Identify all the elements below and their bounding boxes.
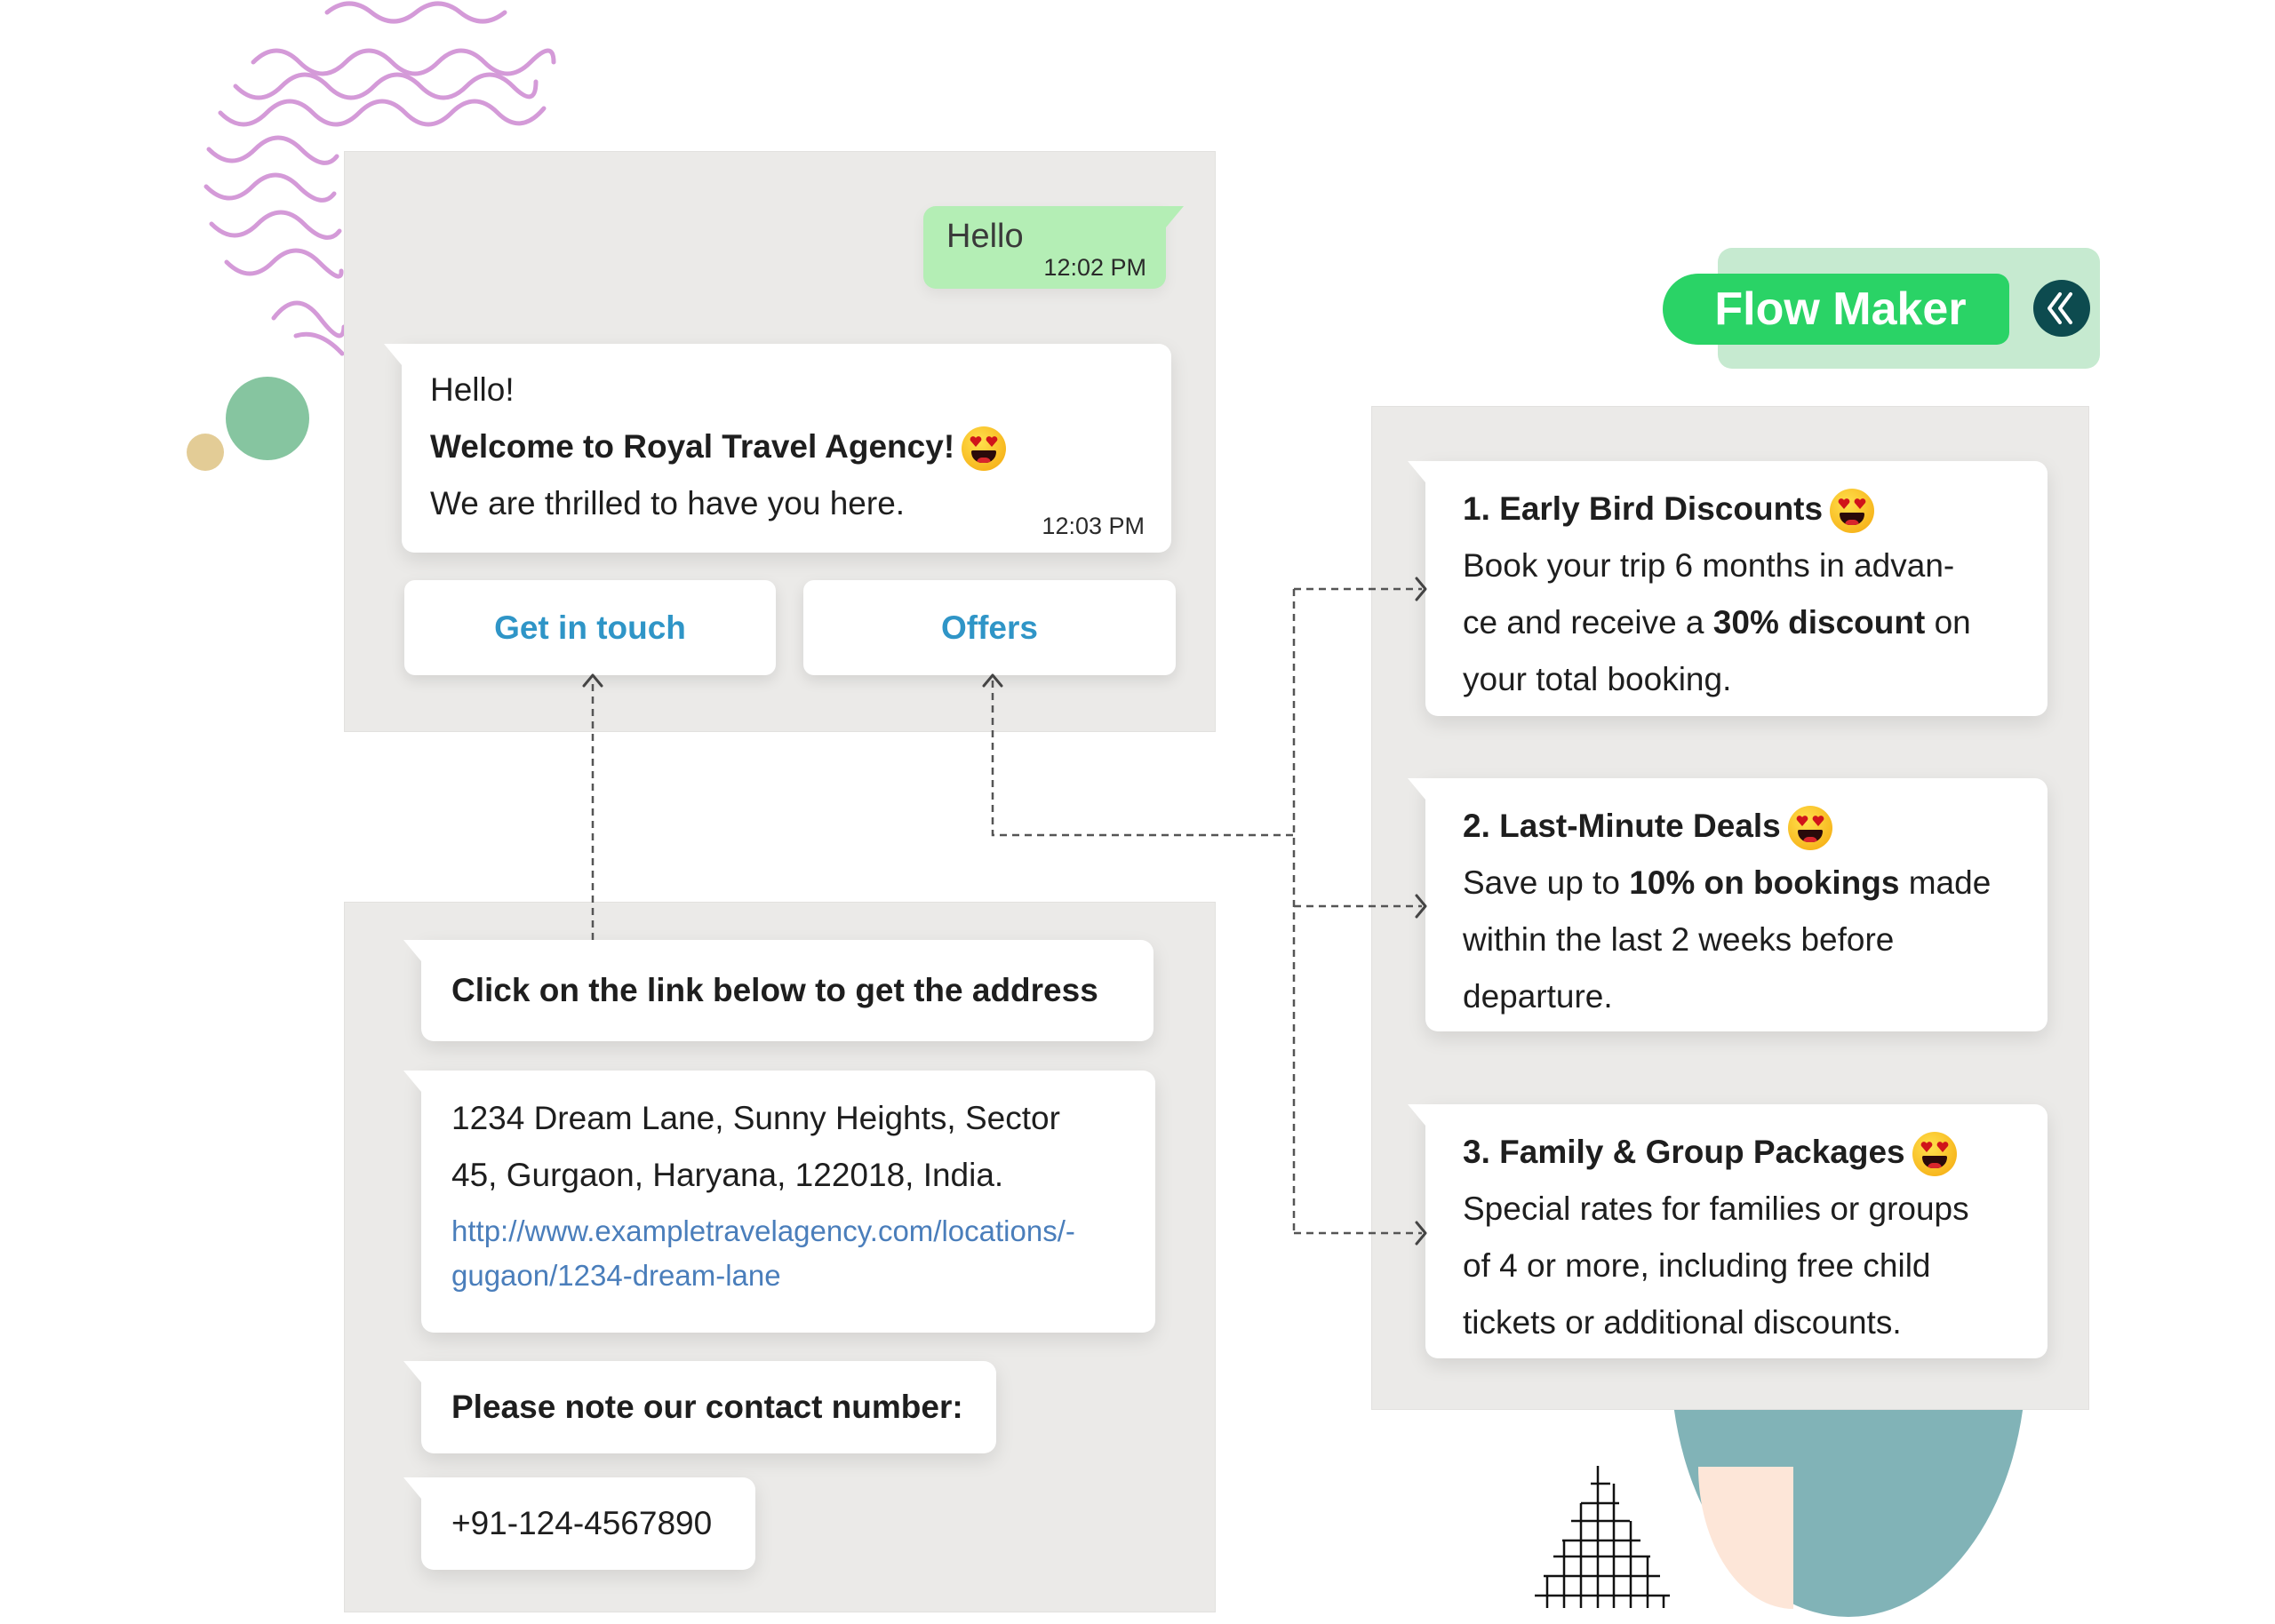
heart-eyes-emoji-icon [962,426,1007,472]
contact-prompt-text: Please note our contact number: [451,1389,963,1425]
green-circle-decoration [226,377,309,460]
outgoing-message-bubble: Hello 12:02 PM [923,206,1184,289]
offer-desc-line: Special rates for families or groups [1463,1190,1969,1227]
offer-card-early-bird: 1. Early Bird Discounts Book your trip 6… [1408,461,2048,716]
double-chevron-left-icon [2048,292,2072,324]
outgoing-message-time: 12:02 PM [1043,254,1146,281]
phone-number-text: +91-124-4567890 [451,1505,713,1541]
get-in-touch-button[interactable]: Get in touch [404,580,776,675]
flow-maker-badge[interactable]: Flow Maker [1663,274,2009,345]
address-line-2: 45, Gurgaon, Haryana, 122018, India. [451,1157,1004,1193]
contact-prompt-bubble: Please note our contact number: [403,1361,996,1453]
peach-shape-decoration [1698,1467,1793,1609]
offer-title: 3. Family & Group Packages [1463,1124,2048,1181]
heart-eyes-emoji-icon [1787,806,1832,851]
offer-card-last-minute: 2. Last-Minute Deals Save up to 10% on b… [1408,778,2048,1031]
address-prompt-bubble: Click on the link below to get the addre… [403,940,1153,1041]
heart-eyes-emoji-icon [1912,1132,1957,1177]
grid-triangle-decoration [1535,1466,1670,1608]
offer-desc-line: of 4 or more, including free child [1463,1247,1931,1284]
address-line-1: 1234 Dream Lane, Sunny Heights, Sector [451,1100,1060,1136]
offer-desc-line: Save up to 10% on bookings made [1463,864,1992,901]
wave-pattern-decoration [204,1,556,356]
offer-title: 2. Last-Minute Deals [1463,798,2048,855]
offer-desc-line: tickets or additional discounts. [1463,1304,1902,1341]
welcome-headline: Welcome to Royal Travel Agency! [430,418,1171,475]
offer-highlight: 30% discount [1712,604,1926,641]
offer-desc-line: your total booking. [1463,661,1732,697]
phone-number-bubble: +91-124-4567890 [403,1477,755,1570]
address-prompt-text: Click on the link below to get the addre… [451,972,1098,1008]
welcome-greeting: Hello! [430,371,515,408]
offer-desc-line: departure. [1463,978,1613,1015]
collapse-button[interactable] [2033,280,2090,337]
offers-button[interactable]: Offers [803,580,1176,675]
offer-desc-line: Book your trip 6 months in advan- [1463,547,1955,584]
welcome-message-bubble: Hello! Welcome to Royal Travel Agency! W… [384,344,1171,553]
offer-card-family-group: 3. Family & Group Packages Special rates… [1408,1104,2048,1358]
offer-title: 1. Early Bird Discounts [1463,481,2048,537]
welcome-message-time: 12:03 PM [1042,513,1145,539]
offer-desc-line: within the last 2 weeks before [1463,921,1895,958]
offer-desc-line: ce and receive a 30% discount on [1463,604,1971,641]
offer-highlight: 10% on bookings [1629,864,1900,901]
outgoing-message-text: Hello [946,218,1024,255]
location-link[interactable]: http://www.exampletravelagency.com/locat… [451,1214,1075,1292]
welcome-subtext: We are thrilled to have you here. [430,485,906,521]
address-bubble: 1234 Dream Lane, Sunny Heights, Sector 4… [403,1071,1155,1333]
tan-circle-decoration [187,434,224,471]
heart-eyes-emoji-icon [1830,489,1875,534]
